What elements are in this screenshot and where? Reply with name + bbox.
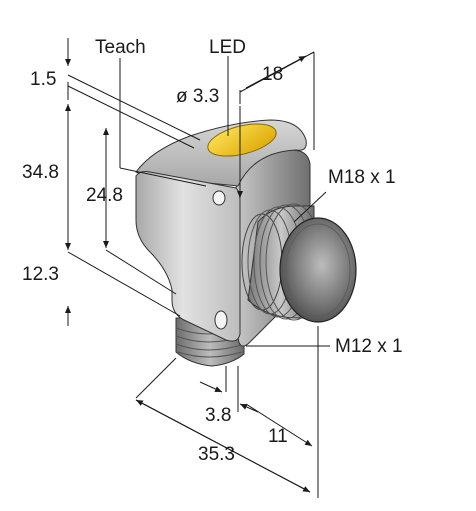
lens [279,217,357,323]
teach-hole-upper [212,190,226,206]
label-led: LED [209,37,246,58]
label-dim-12-3: 12.3 [22,264,59,285]
m18-threaded-barrel [241,203,357,323]
mounting-hole-lower [214,310,228,330]
led-window [207,123,277,157]
label-thread-m12: M12 x 1 [335,336,403,357]
label-dim-18: 18 [262,64,283,85]
label-dim-24-8: 24.8 [86,185,123,206]
label-dim-35-3: 35.3 [198,444,235,465]
label-dim-11: 11 [268,426,288,447]
label-hole-diameter: ø 3.3 [176,86,219,107]
label-teach: Teach [95,37,146,58]
housing-front-face [135,171,241,342]
label-thread-m18: M18 x 1 [328,167,396,188]
sensor-body [135,119,357,367]
dimension-lines [65,38,330,498]
dimension-labels: Teach LED ø 3.3 18 1.5 34.8 24.8 12.3 M1… [22,37,403,465]
label-dim-3-8: 3.8 [205,405,231,426]
label-dim-1-5: 1.5 [30,69,56,90]
label-dim-34-8: 34.8 [22,162,59,183]
